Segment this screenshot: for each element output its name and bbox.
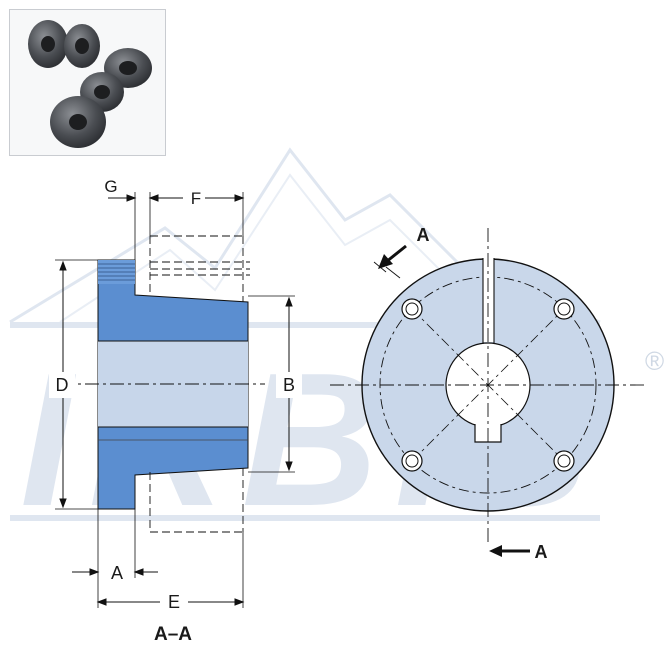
bushing-photo-5	[50, 96, 106, 148]
hub-phantom-lines	[149, 235, 250, 533]
section-label: A–A	[154, 624, 192, 645]
screw-hole-top-left	[401, 298, 423, 320]
screw-hole-bottom-left	[401, 450, 423, 472]
registered-mark: ®	[645, 346, 664, 376]
split-slot	[483, 250, 494, 342]
screw-hole-top-right	[553, 298, 575, 320]
taper-bushing-photo-icon	[28, 20, 152, 148]
section-mark-bottom-label: A	[535, 542, 548, 562]
dim-label-f: F	[191, 189, 201, 208]
section-mark-top-label: A	[417, 225, 430, 245]
bushing-photo-2	[64, 24, 100, 68]
front-view: A A	[330, 225, 645, 562]
section-arrow-bottom-icon	[489, 545, 530, 557]
dim-label-b: B	[283, 375, 295, 395]
dim-label-e: E	[168, 592, 180, 612]
product-thumbnail	[9, 9, 166, 156]
screw-hole-bottom-right	[553, 450, 575, 472]
dim-label-g: G	[104, 177, 117, 196]
dim-label-d: D	[56, 375, 69, 395]
dim-label-a: A	[111, 563, 123, 583]
section-arrow-top-icon	[378, 244, 407, 269]
bushing-photo-1	[28, 20, 68, 68]
side-view: G F D B A E A–A	[49, 177, 302, 645]
